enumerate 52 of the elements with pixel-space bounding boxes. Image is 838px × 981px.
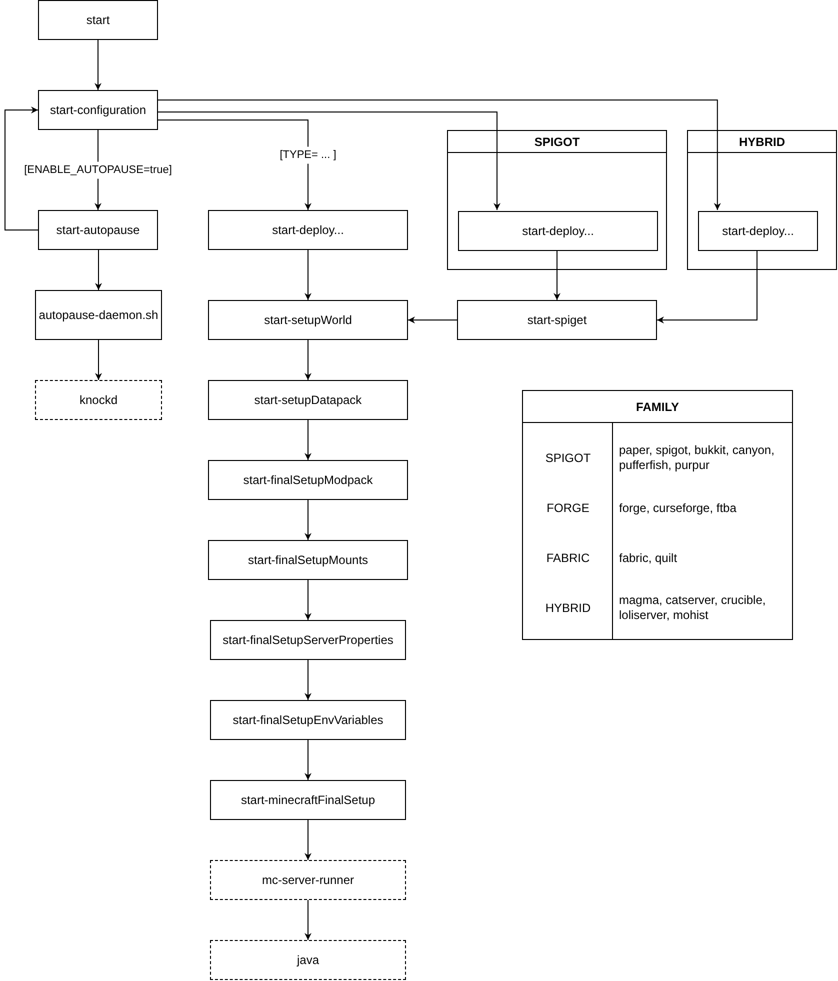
process-box: start-configuration <box>38 90 158 130</box>
process-box: start-finalSetupEnvVariables <box>210 700 406 740</box>
table-cell-text: HYBRID <box>544 600 592 617</box>
arrow <box>304 580 312 620</box>
arrow <box>304 740 312 780</box>
edge-label: [ENABLE_AUTOPAUSE=true] <box>23 162 173 178</box>
group-heading: HYBRID <box>738 134 785 150</box>
group-heading: SPIGOT <box>534 134 580 150</box>
arrow <box>95 250 102 290</box>
arrow <box>94 40 102 90</box>
arrow <box>304 420 312 460</box>
table-heading: FAMILY <box>636 398 679 416</box>
process-box: start-minecraftFinalSetup <box>210 780 406 820</box>
arrow <box>304 820 312 860</box>
table-cell-text: FABRIC <box>545 550 591 567</box>
process-box: start-finalSetupServerProperties <box>210 620 406 660</box>
arrow <box>4 106 38 230</box>
process-box: start-autopause <box>38 210 158 250</box>
process-box: start-deploy... <box>458 211 658 251</box>
arrow <box>304 250 312 300</box>
process-box: autopause-daemon.sh <box>35 290 162 340</box>
dashed-process-box: knockd <box>35 380 162 420</box>
process-box: start-setupDatapack <box>208 380 408 420</box>
arrow <box>95 340 102 380</box>
dashed-process-box: mc-server-runner <box>210 860 406 900</box>
arrow <box>158 100 721 210</box>
process-box: start-deploy... <box>698 211 818 251</box>
arrow <box>656 250 758 324</box>
process-box: start-finalSetupMounts <box>208 540 408 580</box>
process-box: start-spiget <box>457 300 657 340</box>
group-container <box>447 130 667 270</box>
arrow <box>158 112 500 210</box>
edge-label: [TYPE= ... ] <box>278 146 338 164</box>
table-cell-text: paper, spigot, bukkit, canyon, pufferfish, purpur <box>618 443 776 473</box>
table-cell-text: magma, catserver, crucible, loliserver, mohist <box>618 593 767 623</box>
process-box: start-finalSetupModpack <box>208 460 408 500</box>
process-box: start <box>38 0 158 40</box>
table-cell-text: SPIGOT <box>544 450 592 467</box>
arrow <box>304 500 312 540</box>
dashed-process-box: java <box>210 940 406 980</box>
arrow <box>158 120 312 210</box>
table-cell-text: fabric, quilt <box>618 550 678 566</box>
arrow <box>304 340 312 380</box>
process-box: start-deploy... <box>208 210 408 250</box>
arrow <box>304 660 312 700</box>
arrow <box>554 250 560 300</box>
arrow <box>304 900 312 940</box>
table-cell-text: FORGE <box>546 500 590 517</box>
arrow <box>408 316 458 324</box>
table-cell-text: forge, curseforge, ftba <box>618 500 738 516</box>
group-container <box>687 130 837 270</box>
process-box: start-setupWorld <box>208 300 408 340</box>
